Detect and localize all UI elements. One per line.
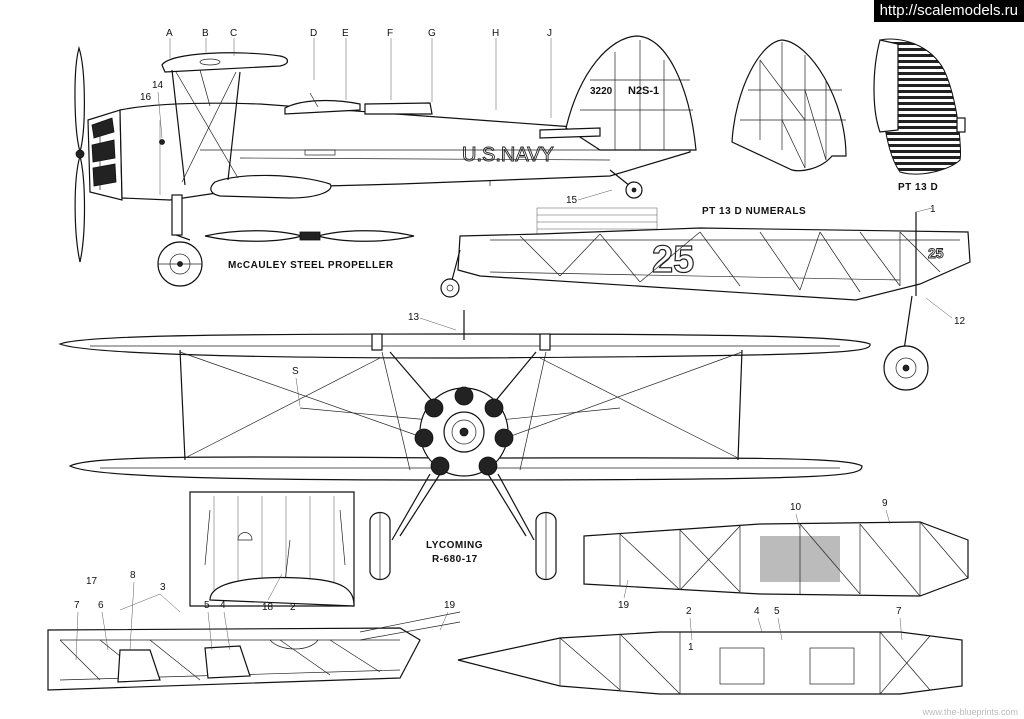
callout-E: E [342,28,349,39]
fuselage-bottom-view: 2 4 5 7 1 [457,606,963,695]
callout-J: J [547,28,552,39]
callout-7b: 7 [896,606,902,617]
callout-5a: 5 [204,600,210,611]
engine-side [87,109,123,201]
main-gear-right: 12 [883,295,966,391]
fuselage-frame-top: 10 9 19 [583,498,969,611]
callout-G: G [428,28,436,39]
cockpit-panel-view: 18 [189,491,355,613]
callout-F: F [387,28,393,39]
engine-caption-line1: LYCOMING [426,540,483,551]
callout-1b: 1 [688,642,694,653]
serial-marking: 3220 [590,86,613,97]
cockpit-interior-view: 7 17 6 8 3 5 4 2 19 [47,570,461,691]
propeller-plan: McCAULEY STEEL PROPELLER [204,230,415,271]
callout-B: B [202,28,209,39]
station-callouts: A B C D E F G H J 16 14 15 [140,28,613,206]
rudder-frame-view [731,39,847,172]
callout-S: S [292,366,299,377]
engine-caption-line2: R-680-17 [432,554,478,565]
callout-12: 12 [954,316,966,327]
callout-16: 16 [140,92,152,103]
radial-engine-front [414,310,514,477]
callout-1: 1 [930,204,936,215]
callout-4b: 4 [754,606,760,617]
callout-5b: 5 [774,606,780,617]
callout-H: H [492,28,499,39]
callout-13: 13 [408,312,420,323]
callout-19b: 19 [618,600,630,611]
callout-3: 3 [160,582,166,593]
watermark-banner: http://scalemodels.ru [873,0,1024,22]
navy-marking: U.S.NAVY [462,144,554,166]
callout-17: 17 [86,576,98,587]
callout-2b: 2 [686,606,692,617]
propeller-caption: McCAULEY STEEL PROPELLER [228,260,394,271]
callout-2a: 2 [290,602,296,613]
callout-D: D [310,28,317,39]
lower-wing-side [210,174,332,199]
numerals-caption: PT 13 D NUMERALS [702,206,806,217]
callout-7a: 7 [74,600,80,611]
callout-19a: 19 [444,600,456,611]
callout-A: A [166,28,173,39]
side-view: U.S.NAVY N2S-1 3220 [74,35,697,287]
callout-4a: 4 [220,600,226,611]
callout-C: C [230,28,237,39]
tail-fin-side [565,35,697,151]
callout-10: 10 [790,502,802,513]
front-view: 13 S LYCOMING R-680-17 [58,310,871,581]
callout-8: 8 [130,570,136,581]
callout-14: 14 [152,80,164,91]
rudder-covered-view: PT 13 D [873,38,966,193]
footer-watermark: www.the-blueprints.com [922,707,1018,717]
numerals-fuselage-view: PT 13 D NUMERALS 25 25 1 [440,204,971,301]
callout-6: 6 [98,600,104,611]
model-marking: N2S-1 [628,85,659,97]
callout-9: 9 [882,498,888,509]
numeral-big: 25 [652,239,694,281]
propeller-side [74,45,86,263]
upper-wing-side [161,52,289,73]
callout-15: 15 [566,195,578,206]
pt13d-caption: PT 13 D [898,182,938,193]
numeral-small: 25 [928,245,944,261]
callout-18: 18 [262,602,274,613]
